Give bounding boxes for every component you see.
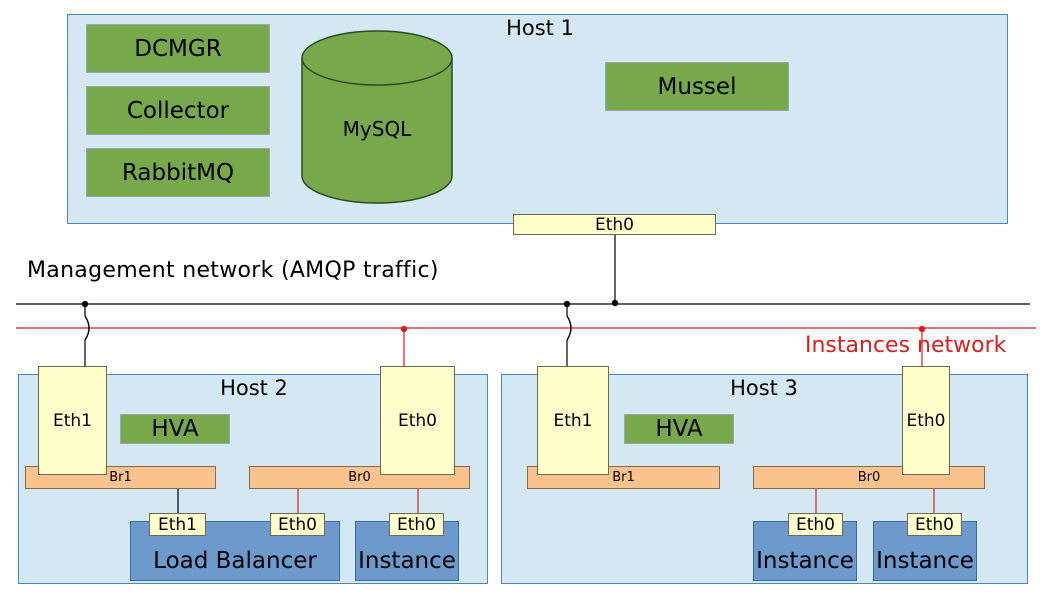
host3-hva: HVA bbox=[624, 414, 734, 444]
host3-eth1: Eth1 bbox=[537, 366, 609, 475]
instances-network-label: Instances network bbox=[805, 333, 1007, 358]
host3-instance-a-label: Instance bbox=[756, 548, 854, 574]
management-network-label: Management network (AMQP traffic) bbox=[27, 258, 439, 283]
host1-junction bbox=[611, 299, 619, 307]
host2-instance-label: Instance bbox=[358, 548, 456, 574]
mussel-service: Mussel bbox=[605, 62, 789, 111]
host1-eth0: Eth0 bbox=[513, 214, 716, 235]
mysql-label: MySQL bbox=[342, 117, 412, 141]
host2-eth0: Eth0 bbox=[380, 366, 455, 475]
host3-instance-b-label: Instance bbox=[876, 548, 974, 574]
host2-label: Host 2 bbox=[220, 376, 288, 400]
host2-jumper bbox=[84, 315, 90, 341]
host3-instance-b-vm: Instance bbox=[873, 521, 977, 581]
dcmgr-service: DCMGR bbox=[86, 24, 270, 73]
host3-label: Host 3 bbox=[730, 376, 798, 400]
host3-eth0: Eth0 bbox=[902, 366, 950, 475]
host2-eth1: Eth1 bbox=[38, 366, 107, 475]
host2-hva: HVA bbox=[120, 414, 230, 444]
collector-service: Collector bbox=[86, 86, 270, 135]
rabbitmq-service: RabbitMQ bbox=[86, 148, 270, 197]
host3-instance-a-eth0: Eth0 bbox=[788, 513, 843, 536]
host3-instance-b-eth0: Eth0 bbox=[907, 513, 962, 536]
host2-instance-eth0: Eth0 bbox=[389, 513, 444, 536]
host1-label: Host 1 bbox=[506, 16, 574, 40]
host3-br0: Br0 bbox=[753, 466, 985, 489]
load-balancer-eth0: Eth0 bbox=[270, 513, 325, 536]
load-balancer-label: Load Balancer bbox=[153, 548, 317, 574]
load-balancer-eth1: Eth1 bbox=[149, 513, 206, 536]
host3-jumper bbox=[566, 315, 572, 341]
